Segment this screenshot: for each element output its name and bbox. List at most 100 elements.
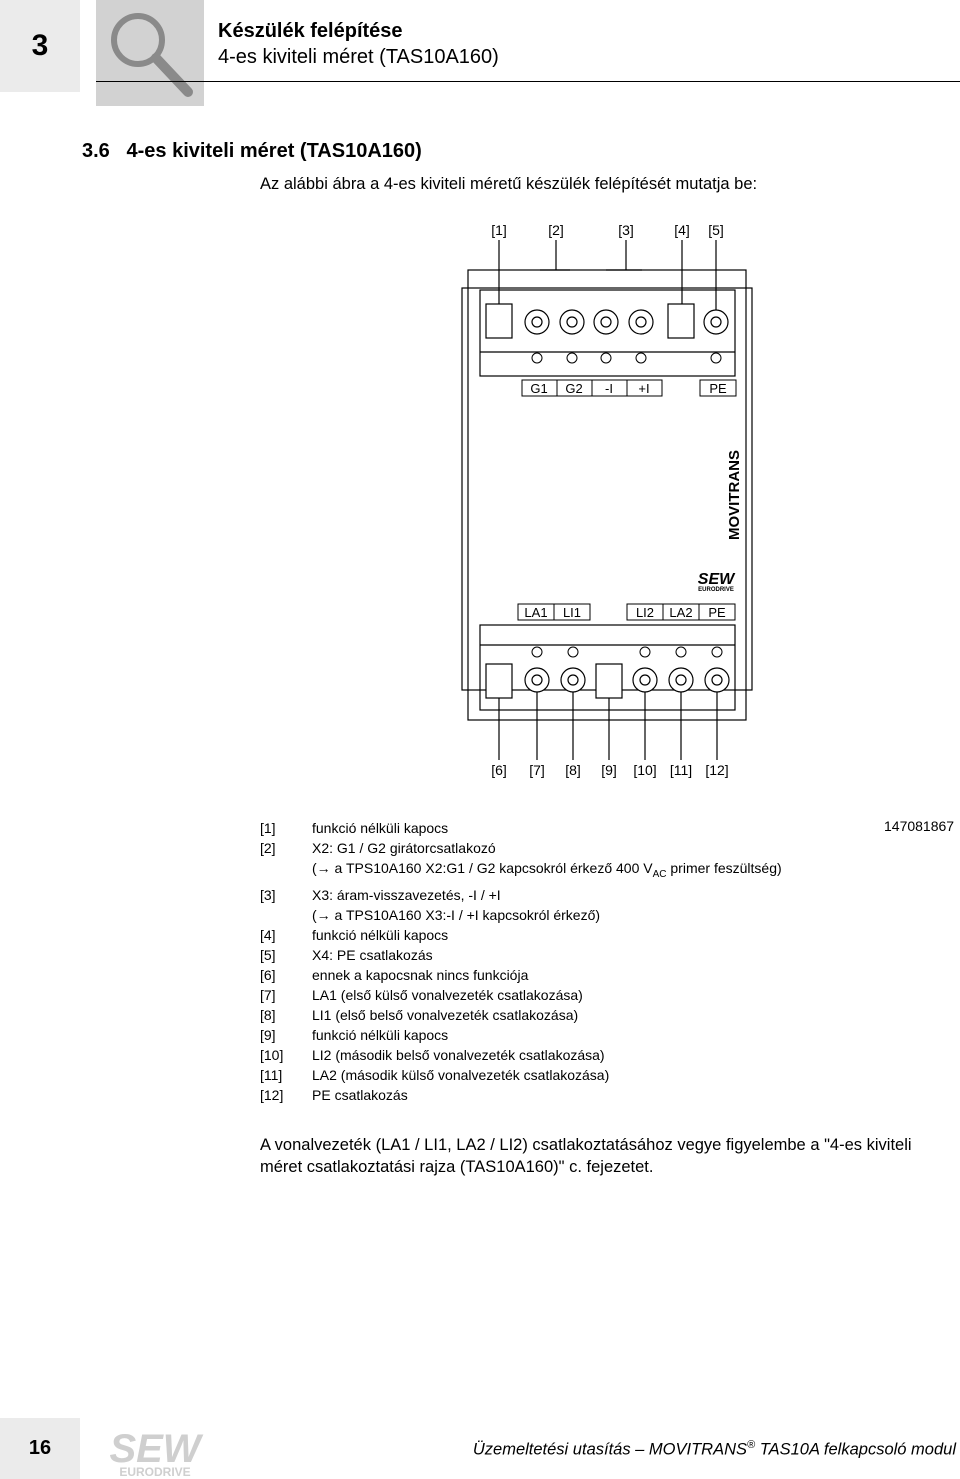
callout-11: [11] — [670, 762, 692, 778]
legend-tag: [4] — [260, 926, 276, 943]
footer-doc-reg: ® — [747, 1439, 756, 1451]
legend-text: funkció nélküli kapocs — [312, 818, 782, 838]
legend-item: [10] LI2 (második belső vonalvezeték csat… — [260, 1045, 782, 1065]
callout-1: [1] — [491, 222, 507, 238]
magnifier-icon — [111, 13, 193, 97]
header-rule — [96, 81, 960, 82]
callout-12: [12] — [705, 762, 728, 778]
bottom-label-li2: LI2 — [636, 605, 654, 620]
legend-text: ennek a kapocsnak nincs funkciója — [312, 965, 782, 985]
magnifier-icon-box — [96, 0, 204, 106]
intro-text: Az alábbi ábra a 4-es kiviteli méretű ké… — [260, 175, 758, 193]
note-text: A vonalvezeték (LA1 / LI1, LA2 / LI2) cs… — [260, 1136, 912, 1176]
legend-item: [11] LA2 (második külső vonalvezeték csat… — [260, 1065, 782, 1085]
footer-sew-logo: SEW EURODRIVE — [109, 1428, 203, 1478]
callout-5: [5] — [708, 222, 724, 238]
chapter-number: 3 — [31, 29, 49, 62]
legend-item: [3]X3: áram-visszavezetés, -I / +I(→ a T… — [260, 885, 782, 925]
legend-tag: [10] — [260, 1046, 284, 1063]
top-label-g2: G2 — [565, 381, 582, 396]
legend-tag: [1] — [260, 820, 276, 836]
brand-logo-sub: EURODRIVE — [698, 587, 734, 593]
legend-text: X3: áram-visszavezetés, -I / +I (→ a TPS1… — [312, 885, 782, 925]
header-subtitle: 4-es kiviteli méret (TAS10A160) — [218, 46, 499, 68]
legend-item: [4] funkció nélküli kapocs — [260, 925, 782, 945]
legend-sub-pre: (→ a TPS10A160 X3:-I / +I kapcsokról érk… — [312, 906, 601, 923]
legend-tag: [8] — [260, 1006, 276, 1023]
device-diagram: G1 G2 -I +I PE MOVITRANS SEW EURODRIVE L… — [461, 222, 753, 778]
legend-text: X4: PE csatlakozás — [312, 945, 782, 965]
figure-id: 147081867 — [884, 818, 955, 834]
top-label-minus-i: -I — [605, 381, 613, 396]
legend-tag: [11] — [260, 1066, 283, 1083]
chapter-box — [0, 0, 80, 92]
legend-text: LI1 (első belső vonalvezeték csatlakozás… — [312, 1005, 782, 1025]
legend-sub-post: primer feszültség) — [666, 860, 782, 876]
legend-sub-subscript: AC — [652, 868, 667, 880]
footer-logo-text: SEW — [109, 1428, 203, 1471]
header-title: Készülék felépítése — [218, 20, 403, 42]
callout-3: [3] — [618, 222, 634, 238]
legend-item: [6]ennek a kapocsnak nincs funkciója — [260, 965, 782, 985]
legend-item: [2] X2: G1 / G2 girátorcsatlakozó (→ a TPS… — [260, 838, 782, 885]
legend-tag: [9] — [260, 1026, 276, 1043]
legend-main-text: LI1 (első belső vonalvezeték csatlakozás… — [312, 1006, 579, 1023]
footer-doc-post: TAS10A felkapcsoló modul — [755, 1440, 956, 1459]
legend-main-text: funkció nélküli kapocs — [312, 820, 449, 836]
legend-main-text: LI2 (második belső vonalvezeték csatlako… — [312, 1046, 605, 1063]
legend-list: [1] funkció nélküli kapocs [2] X2: G1 / G2 … — [260, 818, 782, 1105]
callout-9: [9] — [601, 762, 617, 778]
top-label-plus-i: +I — [638, 381, 649, 396]
section-number: 3.6 — [82, 140, 110, 162]
footer-doc-title: Üzemeltetési utasítás – MOVITRANS® TAS10… — [473, 1439, 956, 1460]
callout-4: [4] — [674, 222, 690, 238]
callout-6: [6] — [491, 762, 507, 778]
legend-main-text: X2: G1 / G2 girátorcsatlakozó — [312, 840, 496, 856]
legend-sub-text: (→ a TPS10A160 X2:G1 / G2 kapcsokról érk… — [312, 858, 782, 885]
top-label-pe: PE — [709, 381, 727, 396]
callout-10: [10] — [633, 762, 656, 778]
bottom-label-li1: LI1 — [563, 605, 581, 620]
legend-tag: [2] — [260, 840, 276, 856]
legend-text: LA2 (második külső vonalvezeték csatlako… — [312, 1065, 782, 1085]
footer-doc-pre: Üzemeltetési utasítás – MOVITRANS — [472, 1440, 748, 1459]
legend-main-text: X3: áram-visszavezetés, -I / +I — [312, 886, 501, 903]
legend-text: LI2 (második belső vonalvezeték csatlako… — [312, 1045, 782, 1065]
legend-main-text: funkció nélküli kapocs — [312, 1026, 449, 1043]
legend-tag: [12] — [260, 1086, 284, 1103]
legend-item: [12] PE csatlakozás — [260, 1085, 782, 1105]
legend-main-text: funkció nélküli kapocs — [312, 926, 449, 943]
legend-item: [9] funkció nélküli kapocs — [260, 1025, 782, 1045]
top-label-g1: G1 — [530, 381, 547, 396]
callout-2: [2] — [548, 222, 564, 238]
section-title: 4-es kiviteli méret (TAS10A160) — [126, 140, 422, 162]
bottom-label-pe: PE — [708, 605, 726, 620]
footer-page-box — [0, 1418, 80, 1479]
brand-vertical: MOVITRANS — [726, 450, 743, 540]
legend-main-text: LA2 (második külső vonalvezeték csatlako… — [312, 1066, 610, 1083]
legend-text: funkció nélküli kapocs — [312, 925, 782, 945]
legend-sub-text: (→ a TPS10A160 X3:-I / +I kapcsokról érk… — [312, 905, 782, 925]
bottom-label-la2: LA2 — [669, 605, 692, 620]
brand-logo: SEW — [698, 571, 736, 588]
page-number: 16 — [28, 1437, 52, 1459]
bottom-label-la1: LA1 — [524, 605, 547, 620]
legend-text: LA1 (első külső vonalvezeték csatlakozás… — [312, 985, 782, 1005]
legend-text: PE csatlakozás — [312, 1085, 782, 1105]
legend-tag: [7] — [260, 986, 276, 1003]
legend-main-text: X4: PE csatlakozás — [312, 946, 433, 963]
section-heading: 3.6 4-es kiviteli méret (TAS10A160) — [82, 140, 422, 163]
legend-main-text: PE csatlakozás — [312, 1086, 408, 1103]
callout-7: [7] — [529, 762, 545, 778]
legend-item: [5] X4: PE csatlakozás — [260, 945, 782, 965]
legend-main-text: ennek a kapocsnak nincs funkciója — [312, 966, 529, 983]
legend-item: [1] funkció nélküli kapocs — [260, 818, 782, 838]
footer-logo-sub: EURODRIVE — [119, 1465, 190, 1478]
legend-sub-pre: (→ a TPS10A160 X2:G1 / G2 kapcsokról érk… — [312, 860, 653, 876]
legend-text: X2: G1 / G2 girátorcsatlakozó (→ a TPS10A… — [312, 838, 782, 885]
legend-main-text: LA1 (első külső vonalvezeték csatlakozás… — [312, 986, 583, 1003]
legend-tag: [5] — [260, 946, 276, 963]
legend-text: funkció nélküli kapocs — [312, 1025, 782, 1045]
callout-8: [8] — [565, 762, 581, 778]
legend-item: [8] LI1 (első belső vonalvezeték csatlako… — [260, 1005, 782, 1025]
